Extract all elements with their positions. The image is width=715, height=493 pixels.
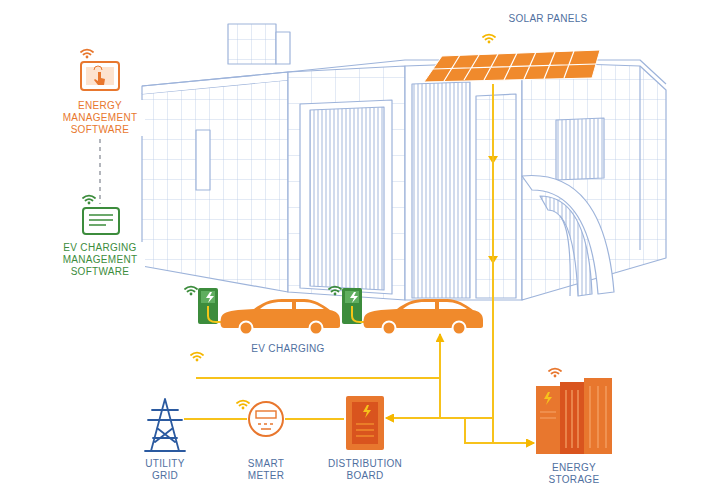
wireless-icon: [81, 50, 93, 59]
electric-car-part: [260, 302, 324, 309]
ev-chargers-part: [206, 292, 214, 303]
ev-software-icon-part: [83, 208, 119, 234]
wireless-icon: [329, 287, 341, 296]
electric-car: [220, 299, 340, 335]
electric-car-part: [403, 302, 467, 309]
building-part: [196, 130, 210, 190]
building-part: [228, 24, 276, 64]
wireless-icon: [549, 369, 561, 378]
storage-symbol-part: [536, 386, 560, 454]
distribution-board-symbol-part: [363, 405, 371, 418]
building-part: [288, 66, 405, 300]
node-label: UTILITY GRID: [138, 458, 192, 482]
electric-car: [363, 299, 483, 335]
building-part: [310, 107, 384, 290]
node-label: SOLAR PANELS: [506, 13, 589, 25]
building-part: [540, 196, 592, 296]
building-part: [476, 94, 516, 298]
power-line: [386, 84, 493, 418]
wireless-icon: [483, 35, 495, 44]
pylon-symbol-part: [145, 399, 185, 451]
building-part: [522, 62, 666, 300]
building-part: [412, 82, 470, 298]
ev-charging-node: EV CHARGING: [196, 286, 484, 334]
building: [142, 24, 666, 300]
caption-block: SMART METER: [237, 458, 295, 483]
distribution-board-symbol-part: [346, 396, 384, 450]
node-label: SMART METER: [237, 458, 295, 482]
node-label: ENERGY MANAGEMENT SOFTWARE: [55, 100, 145, 136]
distribution-node: DISTRIBUTION BOARD: [344, 394, 386, 452]
meter-symbol-part: [258, 424, 273, 429]
building-part: [556, 118, 604, 180]
solar-node: SOLAR PANELS: [420, 48, 602, 84]
caption-block: SOLAR PANELS: [493, 8, 603, 26]
dashed-link: [99, 139, 100, 204]
wireless-icon: [237, 401, 249, 410]
node-label: EV CHARGING MANAGEMENT SOFTWARE: [55, 242, 145, 278]
power-line: [285, 418, 344, 420]
energy-software-icon-part: [81, 62, 119, 90]
distribution-board-symbol: [346, 396, 384, 450]
building-part: [560, 216, 570, 296]
ev-software-icon: [83, 208, 119, 234]
distribution-board-symbol-part: [352, 402, 378, 444]
pylon-symbol: [145, 399, 185, 451]
ev-chargers-part: [201, 291, 215, 303]
solar-panels: [424, 50, 600, 82]
meter-symbol-part: [249, 402, 283, 436]
node-label: EV CHARGING: [249, 343, 326, 355]
caption-block: UTILITY GRID: [138, 458, 192, 483]
electric-car-part: [240, 322, 253, 335]
charging-bus-wire: [196, 377, 440, 379]
building-part: [300, 100, 392, 294]
meter-node: SMART METER: [247, 400, 285, 438]
storage-symbol: [536, 378, 612, 454]
storage-symbol-part: [540, 386, 606, 448]
wireless-icon: [185, 287, 197, 296]
distribution-board-symbol-part: [356, 424, 374, 436]
meter-symbol: [249, 402, 283, 436]
wireless-icon: [191, 353, 203, 362]
software-node: EV CHARGING MANAGEMENT SOFTWARE: [51, 204, 149, 281]
energy-software-icon: [81, 62, 119, 90]
electric-car-part: [383, 322, 396, 335]
ev-chargers-part: [345, 291, 359, 303]
solar-panels-part: [424, 50, 600, 82]
caption-block: ENERGY MANAGEMENT SOFTWARE: [55, 100, 145, 137]
building-part: [522, 176, 614, 294]
caption-block: DISTRIBUTION BOARD: [322, 458, 408, 483]
software-node: ENERGY MANAGEMENT SOFTWARE: [51, 60, 149, 139]
power-line: [386, 418, 534, 443]
electric-car-part: [310, 322, 323, 335]
caption-block: EV CHARGING MANAGEMENT SOFTWARE: [55, 242, 145, 279]
node-label: ENERGY STORAGE: [540, 462, 608, 486]
meter-symbol-part: [256, 411, 276, 418]
power-line: [493, 84, 534, 443]
grid-node: UTILITY GRID: [146, 398, 184, 452]
ev-software-icon-part: [89, 215, 113, 225]
caption-block: EV CHARGING: [233, 338, 343, 356]
storage-node: ENERGY STORAGE: [534, 378, 614, 456]
node-label: DISTRIBUTION BOARD: [322, 458, 408, 482]
ev-chargers-part: [350, 292, 358, 303]
ev-chargers-part: [208, 306, 222, 322]
energy-software-icon-part: [94, 66, 102, 70]
building-part: [142, 72, 288, 94]
caption-block: ENERGY STORAGE: [540, 462, 608, 487]
building-part: [142, 80, 288, 292]
energy-software-icon-part: [86, 67, 114, 85]
building-part: [639, 66, 640, 250]
building-part: [276, 32, 290, 64]
storage-symbol-part: [544, 392, 552, 405]
building-part: [405, 62, 522, 300]
electric-car-part: [453, 322, 466, 335]
energy-software-icon-part: [94, 72, 105, 85]
power-line: [386, 334, 440, 418]
power-line: [184, 418, 247, 420]
wireless-icon: [83, 196, 95, 205]
solar-panels-part: [433, 51, 596, 81]
